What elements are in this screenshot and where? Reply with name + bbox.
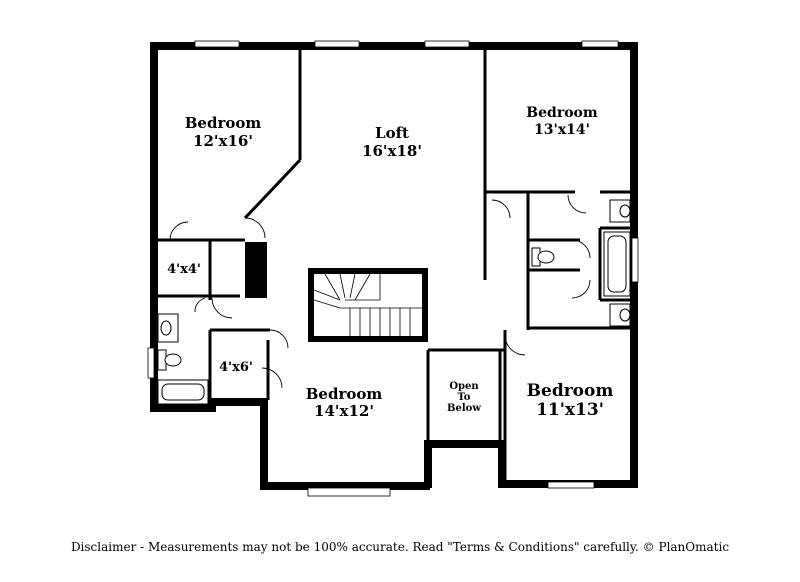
open-to-below-line1: Open <box>449 381 479 392</box>
bedroom-se-name: Bedroom <box>527 381 614 401</box>
windows <box>147 40 639 497</box>
loft-dim: 16'x18' <box>362 142 422 160</box>
closet-a-dim: 4'x4' <box>167 262 201 277</box>
doors <box>169 194 591 389</box>
closet-shelf <box>245 242 267 298</box>
closet-b-dim: 4'x6' <box>219 360 253 375</box>
bedroom-s-name: Bedroom <box>306 385 383 403</box>
open-to-below-line2: To <box>458 392 471 403</box>
bath-fixtures <box>157 199 631 405</box>
bedroom-se-dim: 11'x13' <box>536 400 604 420</box>
bedroom-ne-dim: 13'x14' <box>534 122 590 138</box>
disclaimer-text: Disclaimer - Measurements may not be 100… <box>70 540 730 554</box>
stairwell <box>308 268 428 342</box>
bedroom-ne-name: Bedroom <box>526 105 598 121</box>
bedroom-s-dim: 14'x12' <box>314 402 374 420</box>
bedroom-nw-name: Bedroom <box>185 114 262 132</box>
interior-walls <box>158 50 630 480</box>
loft-name: Loft <box>375 124 409 142</box>
bedroom-nw-dim: 12'x16' <box>193 132 253 150</box>
open-to-below-line3: Below <box>447 403 481 414</box>
